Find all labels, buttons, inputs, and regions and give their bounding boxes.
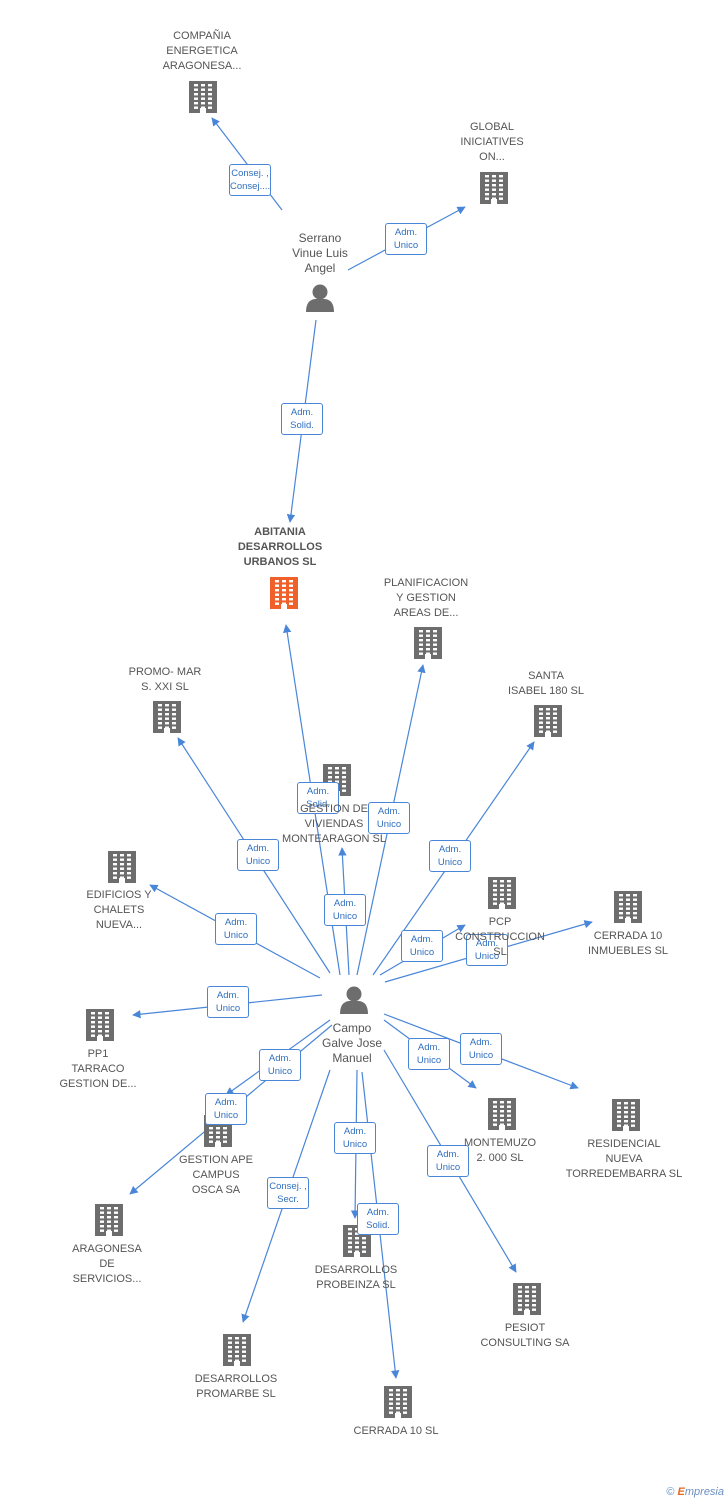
role-label-e20[interactable]: Adm.Solid.: [357, 1203, 399, 1235]
role-label-e5[interactable]: Adm.Unico: [368, 802, 410, 834]
building-icon[interactable]: [153, 701, 181, 733]
building-icon[interactable]: [384, 1386, 412, 1418]
role-label-e14[interactable]: Adm.Unico: [205, 1093, 247, 1125]
building-icon[interactable]: [95, 1204, 123, 1236]
person-icon[interactable]: [340, 986, 368, 1015]
role-label-e9[interactable]: Adm.Unico: [215, 913, 257, 945]
brand-e: E: [677, 1486, 685, 1498]
building-icon[interactable]: [488, 877, 516, 909]
building-icon[interactable]: [612, 1099, 640, 1131]
role-label-e13[interactable]: Adm.Unico: [259, 1049, 301, 1081]
building-icon[interactable]: [488, 1098, 516, 1130]
building-icon[interactable]: [86, 1009, 114, 1041]
role-label-e3[interactable]: Adm.Solid.: [281, 403, 323, 435]
building-icon[interactable]: [414, 627, 442, 659]
building-icon[interactable]: [108, 851, 136, 883]
person-icon[interactable]: [306, 284, 334, 313]
copyright-symbol: ©: [666, 1486, 675, 1498]
role-label-e2[interactable]: Adm.Unico: [385, 223, 427, 255]
role-label-e8[interactable]: Adm.Unico: [324, 894, 366, 926]
building-icon[interactable]: [513, 1283, 541, 1315]
role-label-e18[interactable]: Adm.Unico: [427, 1145, 469, 1177]
company-name-cerrada[interactable]: CERRADA 10 SL: [353, 1425, 439, 1437]
role-label-e1[interactable]: Consej. ,Consej....: [229, 164, 271, 196]
role-label-e17[interactable]: Adm.Unico: [334, 1122, 376, 1154]
role-label-e19[interactable]: Consej. ,Secr.: [267, 1177, 309, 1209]
building-icon[interactable]: [614, 891, 642, 923]
building-icon[interactable]: [534, 705, 562, 737]
role-label-e7[interactable]: Adm.Unico: [429, 840, 471, 872]
role-label-e11[interactable]: Adm.Unico: [466, 934, 508, 966]
building-icon[interactable]: [480, 172, 508, 204]
role-label-e12[interactable]: Adm.Unico: [207, 986, 249, 1018]
building-icon[interactable]: [189, 81, 217, 113]
building-icon[interactable]: [270, 577, 298, 609]
building-icon[interactable]: [223, 1334, 251, 1366]
role-label-e4[interactable]: Adm.Solid.: [297, 782, 339, 814]
nodes-layer: [86, 81, 642, 1418]
role-label-e15[interactable]: Adm.Unico: [408, 1038, 450, 1070]
role-label-e10[interactable]: Adm.Unico: [401, 930, 443, 962]
empresia-footer[interactable]: © Empresia: [666, 1486, 724, 1498]
brand-word: mpresia: [684, 1486, 724, 1498]
role-label-e16[interactable]: Adm.Unico: [460, 1033, 502, 1065]
role-label-e6[interactable]: Adm.Unico: [237, 839, 279, 871]
